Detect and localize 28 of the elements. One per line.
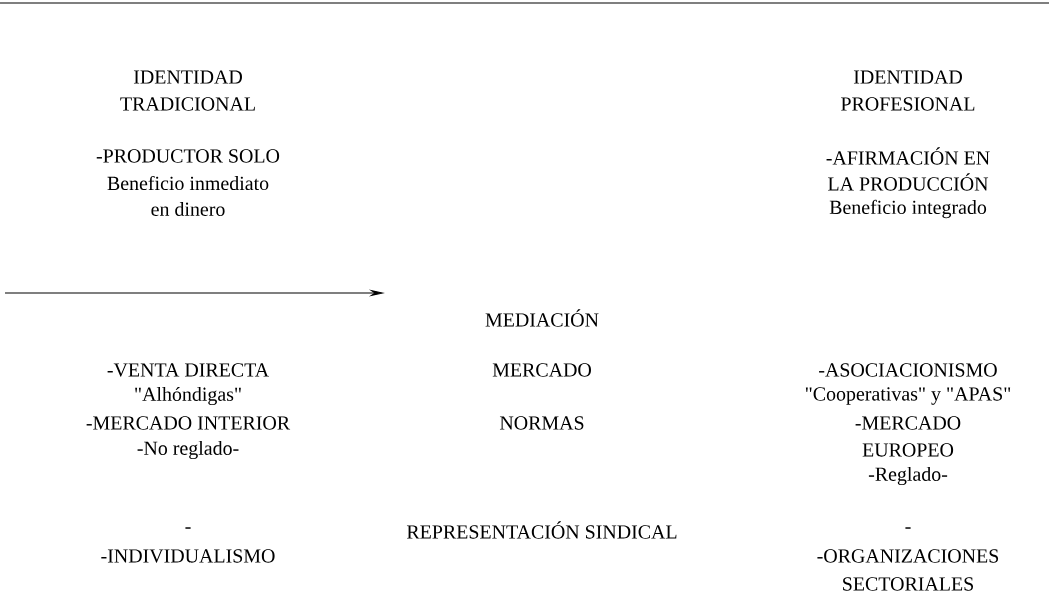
label: LA PRODUCCIÓN: [828, 173, 989, 191]
label: -Reglado-: [868, 466, 948, 486]
label: en dinero: [151, 202, 225, 216]
label: EUROPEO: [862, 443, 954, 457]
label: MERCADO: [492, 363, 591, 377]
label: -MERCADO: [855, 416, 961, 430]
label: IDENTIDAD: [853, 70, 962, 84]
label: -INDIVIDUALISMO: [101, 549, 275, 563]
label: -ASOCIACIONISMO: [819, 363, 997, 377]
label: -AFIRMACIÓN EN: [826, 147, 990, 165]
label: "Cooperativas" y "APAS": [805, 387, 1011, 405]
label: -MERCADO INTERIOR: [86, 416, 291, 430]
label: -ORGANIZACIONES: [817, 549, 999, 563]
label: -PRODUCTOR SOLO: [96, 149, 280, 163]
label: Beneficio inmediato: [107, 175, 269, 191]
label: -: [905, 527, 911, 529]
label: NORMAS: [499, 416, 584, 430]
label: -: [185, 527, 191, 529]
label: MEDIACIÓN: [485, 309, 599, 327]
label: -VENTA DIRECTA: [107, 363, 269, 377]
label: IDENTIDAD: [133, 70, 242, 84]
label: Beneficio integrado: [829, 199, 987, 219]
label: "Alhóndigas": [135, 386, 241, 406]
label: TRADICIONAL: [120, 97, 255, 111]
label: PROFESIONAL: [841, 97, 975, 111]
label: SECTORIALES: [843, 577, 973, 591]
label: -No reglado-: [137, 440, 239, 460]
label: REPRESENTACIÓN SINDICAL: [406, 521, 677, 539]
